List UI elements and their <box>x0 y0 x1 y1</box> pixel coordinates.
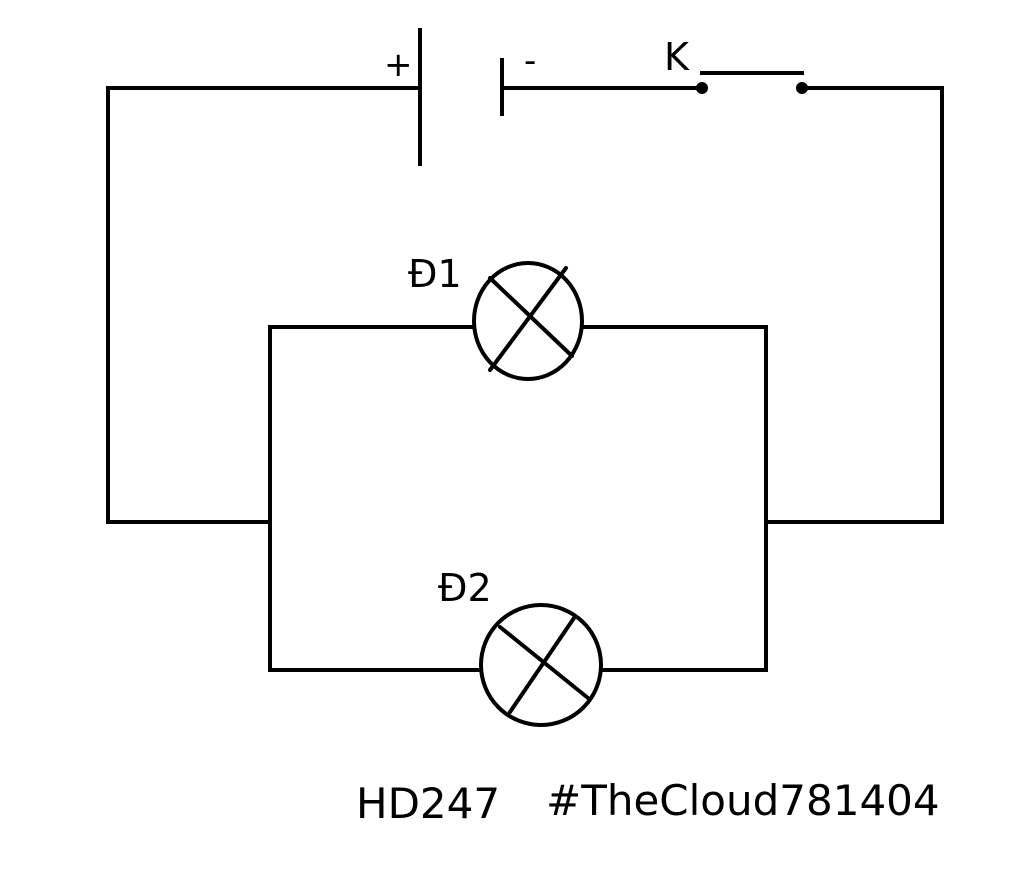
parallel-branch-wires <box>268 325 768 672</box>
outer-circuit-wires <box>106 86 944 524</box>
lamp-d2-label: Đ2 <box>438 566 492 610</box>
wire-left-outer <box>106 86 422 524</box>
battery-positive-label: + <box>384 45 413 85</box>
lamp-d1: Đ1 <box>408 252 584 381</box>
battery: + - <box>384 28 536 166</box>
switch-terminal-right <box>796 82 808 94</box>
switch-k: K <box>664 35 808 94</box>
lamp-d1-cross-b <box>488 266 568 372</box>
battery-negative-label: - <box>524 41 536 81</box>
switch-terminal-left <box>696 82 708 94</box>
footer-right-text: #TheCloud781404 <box>546 776 940 825</box>
footer-left-text: HD247 <box>356 779 500 828</box>
lamp-d1-label: Đ1 <box>408 252 462 296</box>
switch-label: K <box>664 35 690 79</box>
lamp-d2: Đ2 <box>438 566 603 727</box>
lamp-d2-cross-b <box>508 616 576 714</box>
footer-texts: HD247 #TheCloud781404 <box>356 776 940 828</box>
wire-right-outer <box>764 86 944 524</box>
